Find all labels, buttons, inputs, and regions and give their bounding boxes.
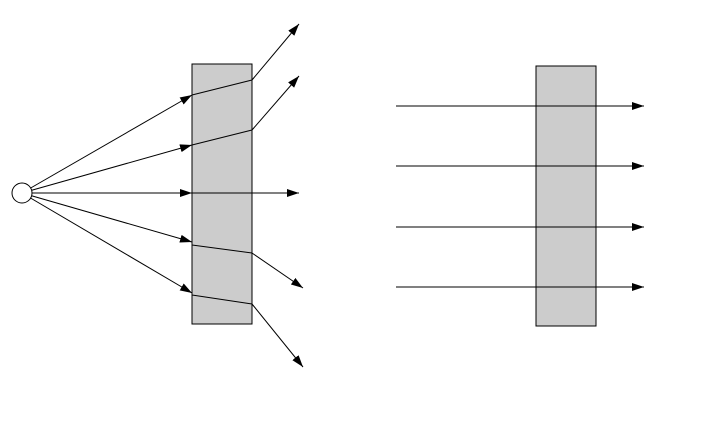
- glass-slab-left: [191, 63, 253, 325]
- parallel-rays-panel: [396, 65, 644, 327]
- emergent-ray-1: [251, 23, 300, 81]
- incident-ray-1: [21, 94, 193, 194]
- incident-ray-2: [21, 144, 193, 194]
- incident-ray-5: [21, 192, 193, 294]
- internal-ray-4: [191, 244, 253, 254]
- point-source: [11, 182, 33, 204]
- internal-ray-1: [191, 79, 253, 96]
- internal-ray-2: [191, 129, 253, 146]
- internal-ray-5: [191, 294, 253, 305]
- glass-slab-right: [535, 65, 597, 327]
- incident-ray-4: [21, 192, 193, 243]
- emergent-ray-5: [251, 303, 304, 368]
- emergent-ray-4: [251, 252, 304, 289]
- emergent-ray-2: [251, 75, 300, 131]
- diverging-rays-panel: [11, 23, 304, 368]
